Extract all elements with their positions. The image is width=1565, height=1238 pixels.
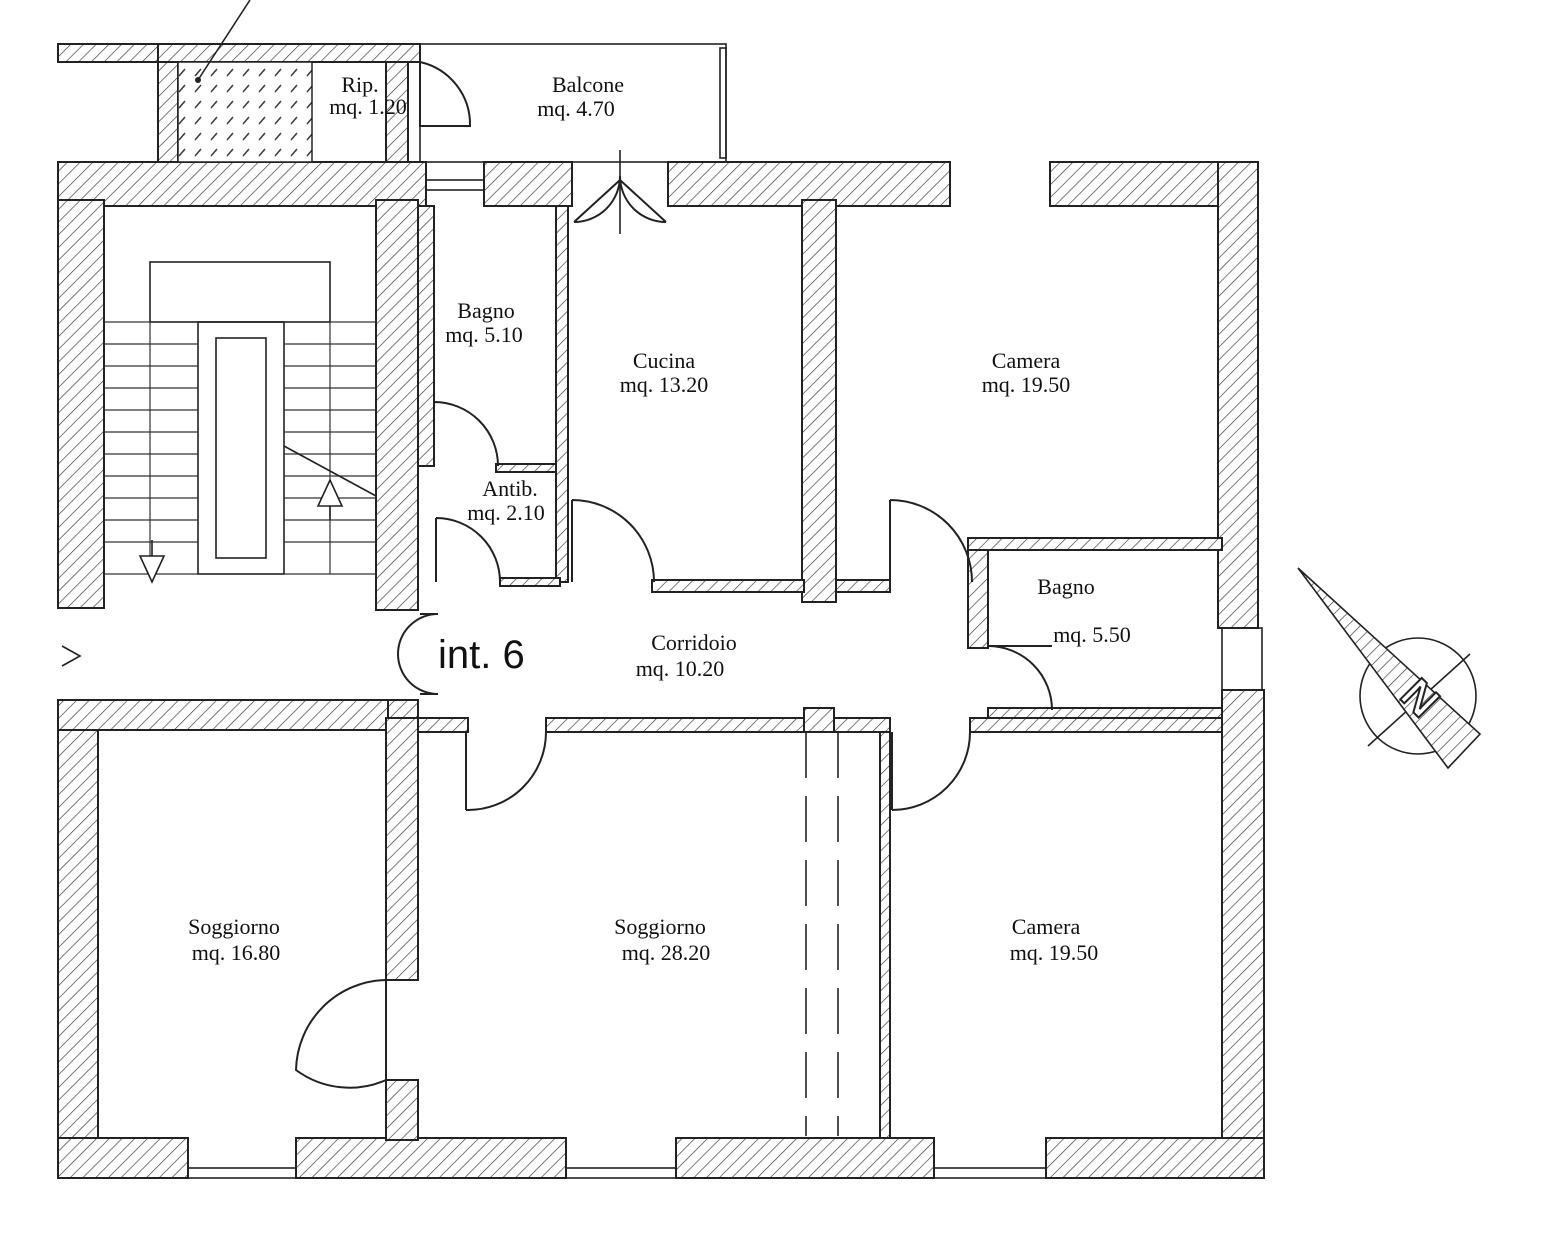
room-soggiorno1-area: mq. 16.80 bbox=[192, 940, 281, 965]
room-camera2-area: mq. 19.50 bbox=[1010, 940, 1099, 965]
wall-bottom-b bbox=[295, 1137, 567, 1179]
door-bagno1 bbox=[433, 401, 499, 467]
room-bagno2-name: Bagno bbox=[1037, 574, 1094, 599]
room-corridoio-area: mq. 10.20 bbox=[636, 656, 725, 681]
wall-soggiorno-divider-upper bbox=[385, 717, 419, 981]
stair-down-arrow-icon bbox=[138, 555, 166, 584]
room-cucina-name: Cucina bbox=[633, 348, 696, 373]
wall-stair-right bbox=[375, 199, 419, 611]
wall-right-lower bbox=[1221, 689, 1265, 1179]
wall-bottom-d bbox=[1045, 1137, 1265, 1179]
wall-bagno1-left bbox=[417, 205, 435, 467]
wall-right-upper bbox=[1217, 161, 1259, 629]
door-balcony-left bbox=[573, 175, 621, 223]
wall-bagno2-top bbox=[967, 537, 1223, 551]
room-balcone-name: Balcone bbox=[552, 72, 624, 97]
stair-landing bbox=[149, 261, 331, 323]
leader-dot bbox=[195, 77, 201, 83]
wall-bagno1-right bbox=[555, 205, 569, 583]
wall-bagno2-left bbox=[967, 537, 989, 649]
wall-left-upper bbox=[57, 199, 105, 609]
door-cucina bbox=[571, 499, 655, 583]
room-rip-area: mq. 1.20 bbox=[329, 94, 407, 119]
room-camera2-name: Camera bbox=[1012, 914, 1081, 939]
wall-main-top-a bbox=[483, 161, 573, 207]
wall-bottom-c bbox=[675, 1137, 935, 1179]
room-soggiorno2-name: Soggiorno bbox=[614, 914, 706, 939]
door-soggiorno1 bbox=[294, 979, 387, 1089]
stair-treads bbox=[104, 321, 376, 575]
room-camera1-name: Camera bbox=[992, 348, 1061, 373]
stair-core-inner bbox=[215, 337, 267, 559]
wall-kitchen-camera bbox=[801, 199, 837, 603]
windows bbox=[187, 179, 1263, 1179]
room-soggiorno1-name: Soggiorno bbox=[188, 914, 280, 939]
balcony-rail bbox=[719, 47, 727, 159]
room-bagno2-area: mq. 5.50 bbox=[1053, 622, 1131, 647]
stair-handrail bbox=[283, 445, 377, 497]
door-entrance bbox=[397, 613, 439, 695]
room-bagno1-name: Bagno bbox=[457, 298, 514, 323]
wall-left-lower bbox=[57, 699, 99, 1179]
beam-dashes bbox=[805, 732, 839, 1136]
door-antib bbox=[435, 517, 501, 583]
walls bbox=[57, 43, 1265, 1179]
wall-corridor-bottom-c bbox=[417, 717, 469, 733]
door-balcony-right bbox=[619, 175, 667, 223]
door-camera2 bbox=[891, 731, 971, 811]
room-rip-name: Rip. bbox=[341, 72, 378, 97]
stair-core bbox=[197, 321, 285, 575]
door-bagno2 bbox=[987, 645, 1053, 711]
wall-bottom-a bbox=[57, 1137, 189, 1179]
room-labels: Rip. mq. 1.20 Balcone mq. 4.70 Bagno mq.… bbox=[188, 72, 1131, 965]
wall-camera-divider bbox=[879, 731, 891, 1139]
room-antib-name: Antib. bbox=[482, 476, 538, 501]
room-bagno1-area: mq. 5.10 bbox=[445, 322, 523, 347]
wall-antib-bottom bbox=[499, 577, 561, 587]
wall-corridor-top-a bbox=[651, 579, 805, 593]
room-soggiorno2-area: mq. 28.20 bbox=[622, 940, 711, 965]
door-rip bbox=[419, 60, 472, 127]
wall-corridor-bottom-e bbox=[969, 717, 1223, 733]
door-camera1 bbox=[889, 499, 973, 583]
door-soggiorno2 bbox=[465, 731, 547, 812]
wall-column bbox=[803, 707, 835, 733]
stairwell bbox=[61, 261, 377, 667]
entry-arrow-icon bbox=[61, 645, 82, 667]
stair-up-arrow-icon bbox=[316, 478, 344, 507]
unit-label: int. 6 bbox=[438, 633, 525, 677]
wall-soggiorno-divider-lower bbox=[385, 1079, 419, 1141]
room-cucina-area: mq. 13.20 bbox=[620, 372, 709, 397]
rip-storage-hatch bbox=[177, 61, 313, 163]
room-antib-area: mq. 2.10 bbox=[467, 500, 545, 525]
leader-line bbox=[197, 0, 251, 81]
wall-corridor-bottom-a bbox=[57, 699, 389, 731]
room-corridoio-name: Corridoio bbox=[651, 630, 737, 655]
wall-antib-top bbox=[495, 463, 557, 473]
wall-main-top-left bbox=[57, 161, 427, 207]
room-camera1-area: mq. 19.50 bbox=[982, 372, 1071, 397]
wall-rip-top bbox=[157, 43, 421, 63]
north-arrow-icon: N bbox=[1297, 567, 1482, 770]
doors bbox=[294, 60, 1053, 1089]
wall-corridor-top-b bbox=[835, 579, 891, 593]
wall-main-top-b bbox=[667, 161, 951, 207]
room-balcone-area: mq. 4.70 bbox=[537, 96, 615, 121]
wall-corridor-bottom-d bbox=[545, 717, 891, 733]
